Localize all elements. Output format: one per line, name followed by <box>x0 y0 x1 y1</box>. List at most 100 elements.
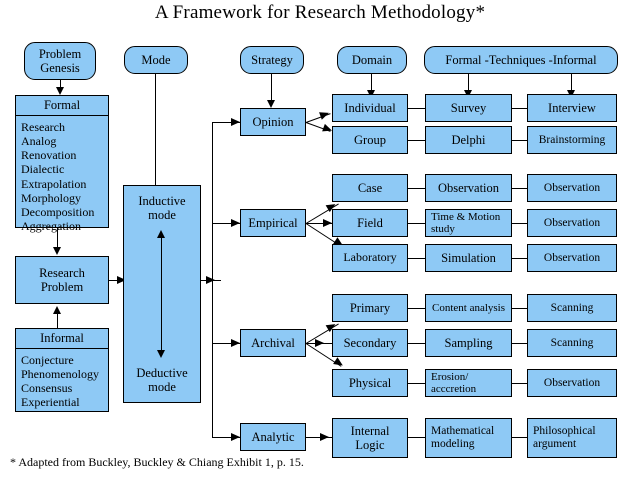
technique-box-physical-observation: Observation <box>527 369 617 397</box>
connector-laboratory-to-simulation <box>408 258 425 259</box>
arrowhead-informal-to-problem <box>52 306 61 314</box>
technique-box-erosion-accretion: Erosion/acccretion <box>425 369 512 397</box>
connector-formal-to-problem <box>57 228 58 249</box>
list-item: Consensus <box>21 381 73 396</box>
page-title: A Framework for Research Methodology* <box>154 2 486 23</box>
technique-box-sampling: Sampling <box>425 329 512 357</box>
arrowhead-analytic-to-internal-logic <box>320 432 329 441</box>
arrowhead-bus-to-archival <box>231 338 240 347</box>
connector-timemotion-to-obs <box>512 223 527 224</box>
list-item: Analog <box>21 134 57 149</box>
arrowhead-formal-to-problem <box>52 247 61 255</box>
connector-erosion-to-obs <box>512 383 527 384</box>
list-item: Extrapolation <box>21 176 87 191</box>
strategy-box-analytic: Analytic <box>240 423 306 451</box>
technique-secondary-scanning-label: Scanning <box>550 336 594 349</box>
connector-informal-to-problem <box>57 312 58 332</box>
technique-sampling-label: Sampling <box>444 336 493 350</box>
arrowhead-archival-to-physical <box>333 357 346 369</box>
strategy-analytic-label: Analytic <box>251 430 295 444</box>
connector-physical-to-erosion <box>408 383 425 384</box>
technique-box-primary-scanning: Scanning <box>527 294 617 322</box>
list-item: Renovation <box>21 148 77 163</box>
technique-box-delphi: Delphi <box>425 126 512 154</box>
domain-box-physical: Physical <box>332 369 408 397</box>
domain-box-group: Group <box>332 126 408 154</box>
domain-primary-label: Primary <box>349 301 391 315</box>
technique-box-survey: Survey <box>425 94 512 122</box>
domain-physical-label: Physical <box>348 376 392 390</box>
connector-group-to-delphi <box>408 140 425 141</box>
technique-box-interview: Interview <box>527 94 617 122</box>
list-item: Conjecture <box>21 353 74 367</box>
technique-case-observation-label: Observation <box>437 181 500 195</box>
mode-internal-axis <box>161 236 162 352</box>
list-item: Decomposition <box>21 204 95 219</box>
arrowhead-mode-to-bus <box>206 275 215 284</box>
technique-box-secondary-scanning: Scanning <box>527 329 617 357</box>
arrowhead-bus-to-analytic <box>231 432 240 441</box>
connector-primary-to-content <box>408 308 425 309</box>
arrowhead-problem-to-mode <box>117 275 126 284</box>
header-domain-label: Domain <box>351 53 393 67</box>
connector-strategy-header <box>271 74 272 103</box>
domain-secondary-label: Secondary <box>343 336 397 350</box>
domain-group-label: Group <box>354 133 386 147</box>
connector-bus-to-empirical <box>212 223 240 224</box>
technique-primary-scanning-label: Scanning <box>550 301 594 314</box>
connector-individual-to-survey <box>408 108 425 109</box>
strategy-box-archival: Archival <box>240 329 306 357</box>
connector-bus-to-archival <box>212 343 240 344</box>
connector-case-to-observation <box>408 188 425 189</box>
arrowhead-strategy-header <box>266 100 275 108</box>
connector-informaltech-header <box>571 74 572 94</box>
technique-lab-observation-label: Observation <box>543 251 601 264</box>
domain-field-label: Field <box>357 216 383 230</box>
connector-empirical-to-field <box>306 223 332 224</box>
connector-bus-to-analytic <box>212 437 240 438</box>
technique-box-field-observation: Observation <box>527 209 617 237</box>
strategy-empirical-label: Empirical <box>248 216 298 230</box>
connector-formaltech-header <box>468 74 469 94</box>
formal-box-heading: Formal <box>16 96 108 116</box>
connector-sampling-to-scanning <box>512 343 527 344</box>
connector-bus-to-opinion <box>212 122 240 123</box>
technique-survey-label: Survey <box>450 101 487 115</box>
connector-simulation-to-obs <box>512 258 527 259</box>
arrowhead-mode-deductive <box>156 350 165 358</box>
domain-box-secondary: Secondary <box>332 329 408 357</box>
domain-box-individual: Individual <box>332 94 408 122</box>
list-item: Aggregation <box>21 219 81 234</box>
domain-individual-label: Individual <box>344 101 396 115</box>
arrowhead-pg-header <box>55 87 64 95</box>
header-domain: Domain <box>337 46 407 74</box>
connector-math-to-philosophical <box>512 437 527 438</box>
connector-internal-logic-to-math <box>408 437 425 438</box>
header-techniques-label: Formal -Techniques -Informal <box>445 53 597 67</box>
strategy-archival-label: Archival <box>251 336 295 350</box>
technique-erosion-accretion-label: Erosion/acccretion <box>431 370 477 395</box>
technique-simulation-label: Simulation <box>441 251 496 265</box>
domain-box-case: Case <box>332 174 408 202</box>
domain-laboratory-label: Laboratory <box>343 250 397 265</box>
connector-domain-header <box>371 74 372 94</box>
list-item: Morphology <box>21 190 81 205</box>
technique-box-simulation: Simulation <box>425 244 512 272</box>
domain-box-laboratory: Laboratory <box>332 244 408 272</box>
